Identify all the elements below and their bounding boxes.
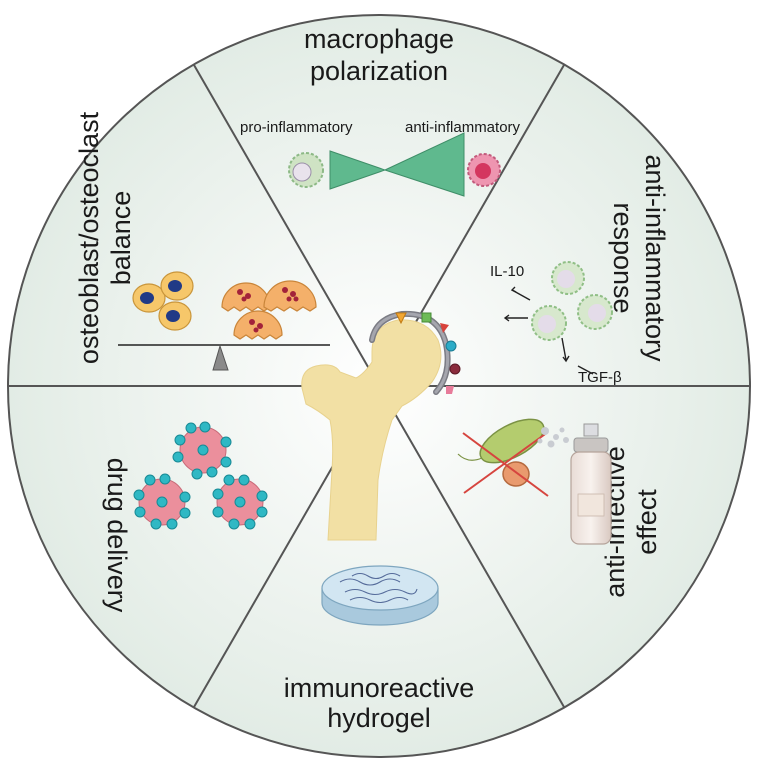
- cytokine-il10-label: IL-10: [490, 263, 524, 280]
- polarization-triangles: [329, 132, 465, 197]
- implant-coating-icon: [369, 310, 461, 395]
- macrophage-cell-icon: [288, 152, 324, 188]
- macrophage-cell-icon: [467, 153, 501, 187]
- osteoclast-cells: [221, 280, 317, 340]
- macrophage-cell-icon: [531, 261, 613, 341]
- anti-inflammatory-label: anti-inflammatory: [405, 119, 521, 136]
- upper-left-title-line2: balance: [106, 191, 136, 286]
- cytokine-arrows: [503, 286, 594, 375]
- osteoblast-cells: [132, 271, 194, 331]
- spray-particles: [537, 427, 569, 448]
- pro-inflammatory-label: pro-inflammatory: [240, 119, 353, 136]
- lower-right-title-line2: effect: [632, 489, 662, 555]
- hydrogel-disc-icon: [321, 565, 439, 626]
- top-title-line2: polarization: [310, 56, 448, 86]
- upper-right-title-line1: anti-inflammatory: [640, 154, 670, 362]
- bottom-title-line1: immunoreactive: [284, 673, 475, 703]
- spray-bottle-icon: [570, 423, 612, 545]
- balance-scale-icon: [118, 344, 330, 371]
- nanoparticle-icon: [133, 421, 268, 530]
- cytokine-tgfb-label: TGF-β: [578, 369, 622, 386]
- bacteria-icon: [457, 418, 549, 497]
- lower-left-title: drug delivery: [102, 458, 132, 613]
- upper-right-title-line2: response: [608, 202, 638, 313]
- femur-bone-icon: [301, 319, 442, 541]
- bottom-title-line2: hydrogel: [327, 703, 431, 733]
- top-title-line1: macrophage: [304, 24, 454, 54]
- upper-left-title-line1: osteoblast/osteoclast: [74, 111, 104, 364]
